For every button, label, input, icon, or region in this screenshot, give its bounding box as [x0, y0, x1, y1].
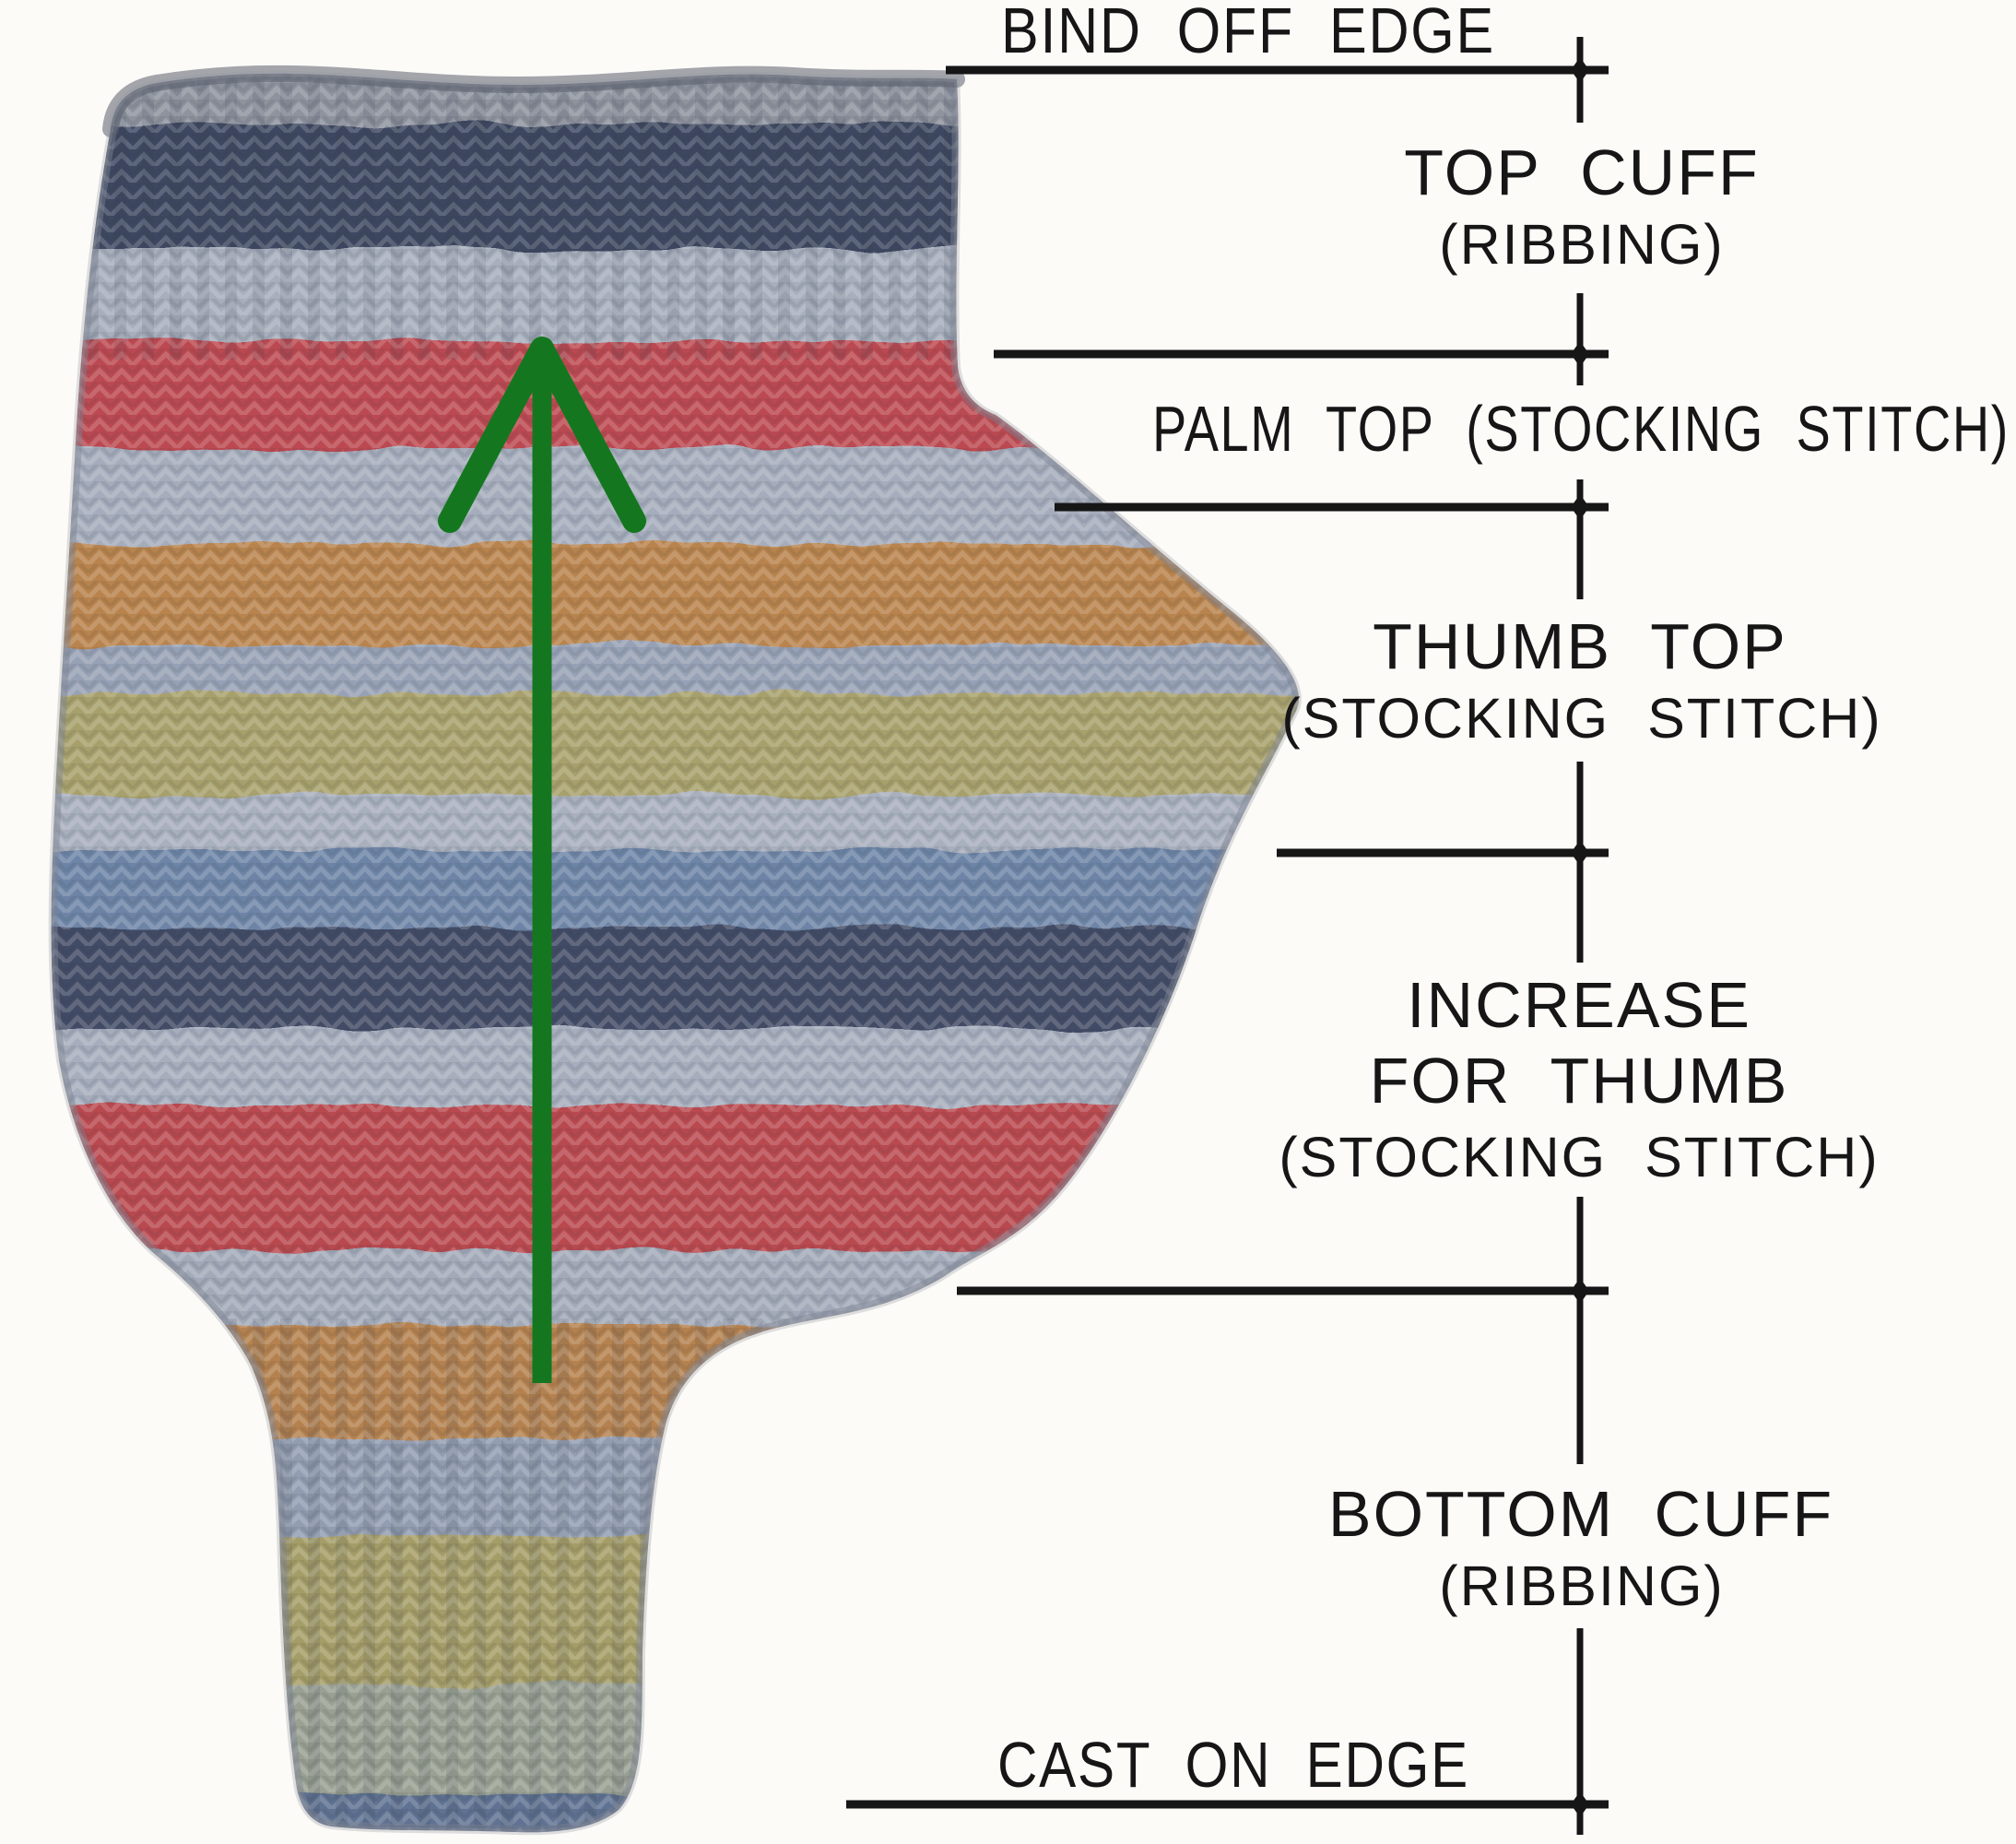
label-bottom-cuff: BOTTOM CUFF	[1328, 1478, 1833, 1550]
label-thumb-top: THUMB TOP	[1373, 610, 1787, 682]
tick-diamond-1	[1571, 57, 1589, 83]
direction-arrow	[438, 337, 646, 1383]
tick-diamond-6	[1571, 1791, 1589, 1817]
label-top-cuff-ribbing: (RIBBING)	[1439, 213, 1724, 276]
tick-diamond-4	[1571, 840, 1589, 866]
bind-off-edge-fuzz	[102, 65, 965, 137]
bottom-cuff-ribbing-texture	[166, 1318, 996, 1833]
tick-diamond-5	[1571, 1278, 1589, 1304]
tick-diamond-2	[1571, 341, 1589, 367]
annotation-layer	[846, 37, 1609, 1835]
labels: BIND OFF EDGE TOP CUFF (RIBBING) PALM TO…	[997, 0, 2010, 1801]
label-cast-on-edge: CAST ON EDGE	[997, 1729, 1469, 1801]
tick-markers	[1571, 57, 1589, 1817]
arrow-head	[438, 337, 646, 533]
label-increase-line1: INCREASE	[1407, 969, 1751, 1041]
label-top-cuff: TOP CUFF	[1404, 136, 1759, 208]
label-increase-line2: FOR THUMB	[1370, 1045, 1789, 1117]
label-bind-off-edge: BIND OFF EDGE	[1001, 0, 1495, 66]
glove-outline	[48, 70, 1302, 1836]
label-bottom-cuff-ribbing: (RIBBING)	[1439, 1554, 1724, 1617]
label-thumb-top-stocking: (STOCKING STITCH)	[1281, 687, 1881, 750]
top-cuff-ribbing-texture	[51, 73, 1014, 360]
tick-diamond-3	[1571, 494, 1589, 520]
label-palm-top: PALM TOP (STOCKING STITCH)	[1152, 393, 2010, 465]
label-increase-stocking: (STOCKING STITCH)	[1279, 1126, 1879, 1188]
glove-inner-edge-shade	[51, 73, 1299, 1833]
